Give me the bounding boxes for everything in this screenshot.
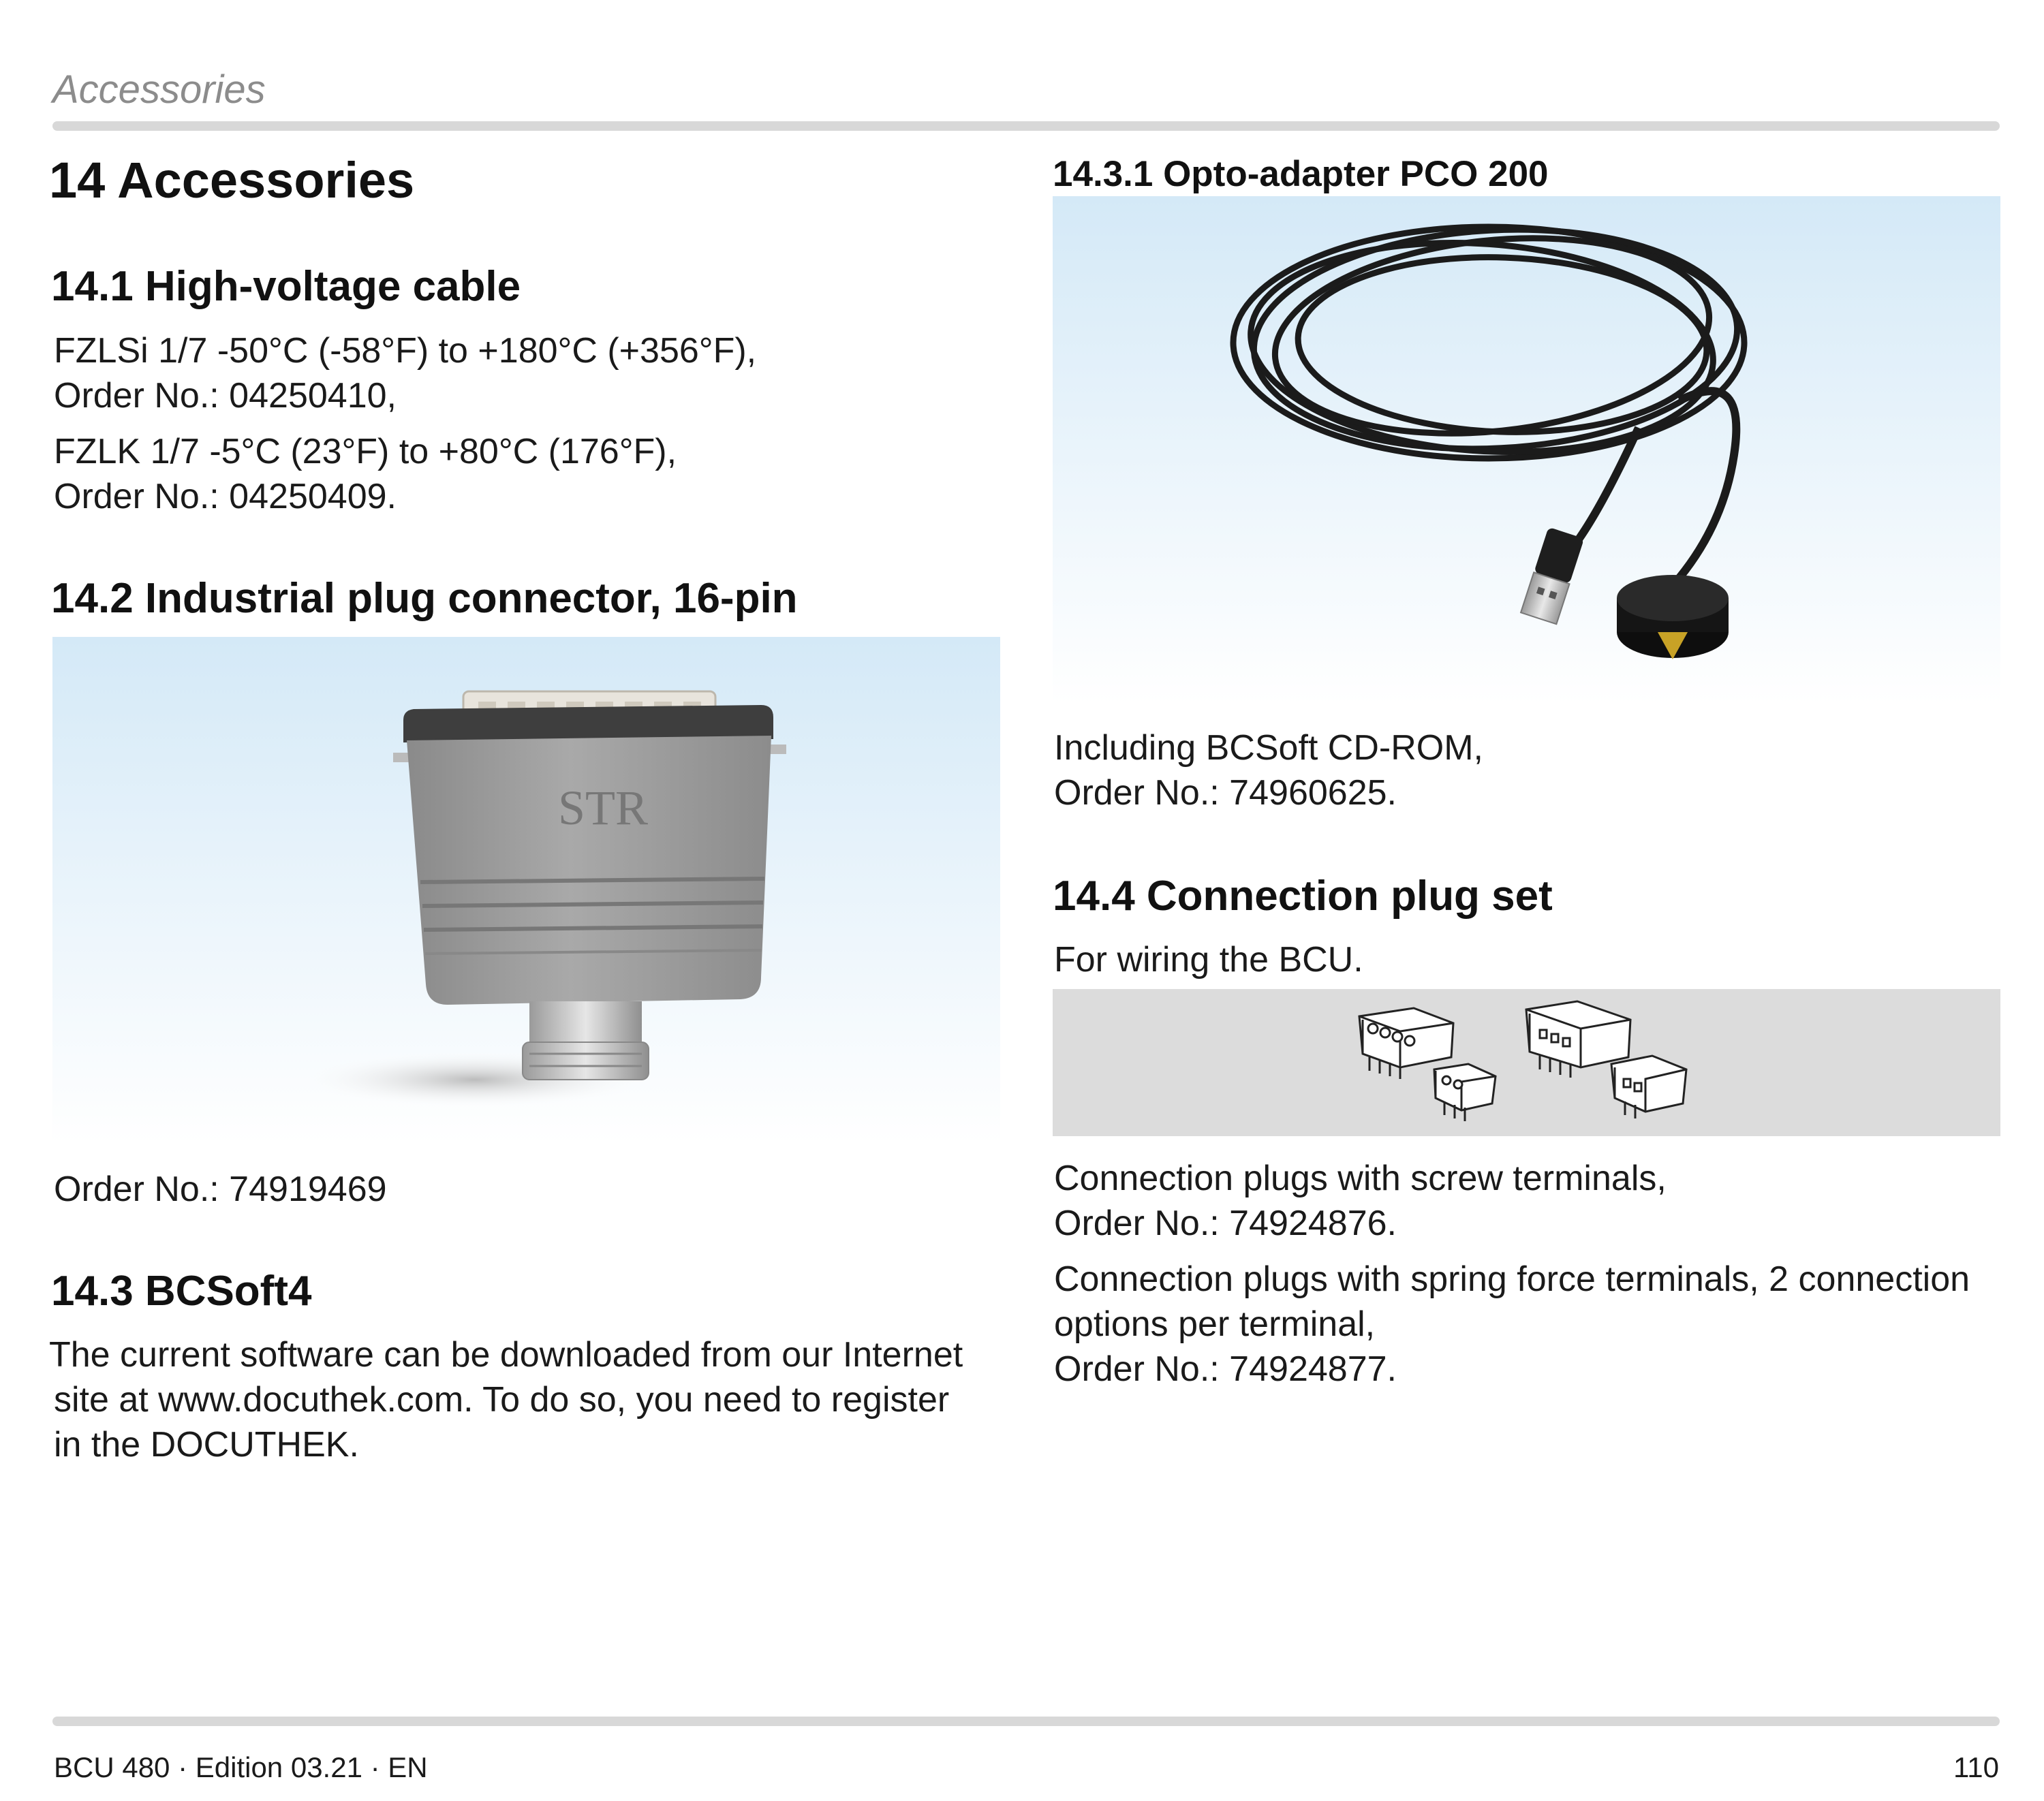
section-intro-14-4: For wiring the BCU.: [1054, 940, 1363, 980]
text-line: Order No.: 74960625.: [1054, 773, 1397, 813]
footer-rule: [52, 1717, 2000, 1726]
text-line: Order No.: 04250409.: [54, 477, 397, 516]
running-header: Accessories: [52, 67, 266, 112]
text-line: in the DOCUTHEK.: [54, 1425, 359, 1465]
text-line: The current software can be downloaded f…: [49, 1335, 963, 1375]
section-text-14-3: The current software can be downloaded f…: [49, 1332, 1017, 1467]
section-heading-14-2: 14.2 Industrial plug connector, 16-pin: [51, 575, 798, 622]
page-number: 110: [1953, 1751, 1999, 1783]
str-logo: STR: [558, 781, 648, 835]
text-line: Connection plugs with screw terminals,: [1054, 1159, 1667, 1198]
text-line: FZLSi 1/7 -50°C (-58°F) to +180°C (+356°…: [54, 331, 757, 371]
section-text-14-1: FZLSi 1/7 -50°C (-58°F) to +180°C (+356°…: [54, 328, 1008, 519]
header-rule: [52, 121, 2000, 131]
industrial-plug-photo: STR: [52, 637, 1000, 1144]
footer-doc-info: BCU 480 · Edition 03.21 · EN: [54, 1751, 428, 1783]
section-heading-14-1: 14.1 High-voltage cable: [51, 263, 521, 310]
section-text-14-4: Connection plugs with screw terminals, O…: [1054, 1156, 2008, 1392]
text-line: Connection plugs with spring force termi…: [1054, 1259, 1970, 1299]
section-heading-14-3-1: 14.3.1 Opto-adapter PCO 200: [1053, 154, 1549, 194]
text-line: Order No.: 74924876.: [1054, 1204, 1397, 1243]
text-line: Order No.: 74924877.: [1054, 1349, 1397, 1389]
chapter-title: 14 Accessories: [49, 152, 415, 208]
section-heading-14-4: 14.4 Connection plug set: [1053, 873, 1553, 920]
section-heading-14-3: 14.3 BCSoft4: [51, 1268, 312, 1315]
text-line: Including BCSoft CD-ROM,: [1054, 728, 1483, 768]
connection-plugs-illustration: [1053, 989, 2000, 1136]
section-text-14-3-1: Including BCSoft CD-ROM, Order No.: 7496…: [1054, 725, 1994, 815]
text-line: Order No.: 04250410,: [54, 376, 397, 416]
text-line: options per terminal,: [1054, 1304, 1376, 1344]
order-number-14-2: Order No.: 74919469: [54, 1170, 387, 1209]
text-line: FZLK 1/7 -5°C (23°F) to +80°C (176°F),: [54, 432, 677, 471]
opto-adapter-photo: [1053, 196, 2000, 704]
text-line: site at www.docuthek.com. To do so, you …: [54, 1380, 950, 1420]
